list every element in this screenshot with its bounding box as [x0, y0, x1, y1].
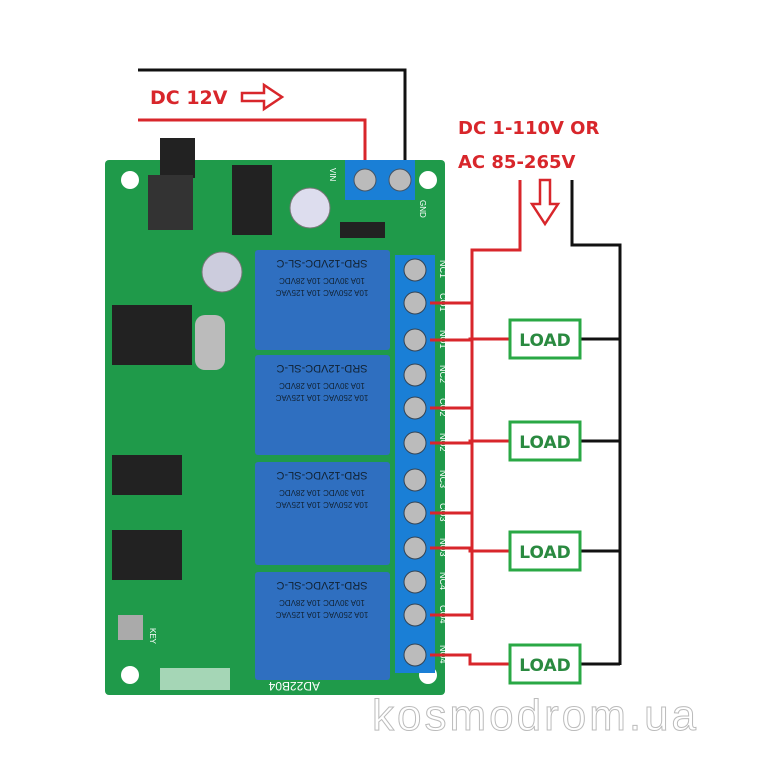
relay-rating: 10A 30VDC 10A 28VDC	[279, 488, 365, 497]
gnd-label: GND	[418, 200, 427, 218]
terminal-screw-no4	[403, 643, 427, 667]
terminal-screw-no2	[403, 431, 427, 455]
terminal-label: NC3	[438, 470, 448, 488]
no-to-load-wire	[430, 337, 510, 342]
relay-1: SRD-12VDC-SL-C 10A 30VDC 10A 28VDC 10A 2…	[255, 250, 390, 350]
output-terminal-block	[395, 255, 435, 673]
terminal-screw-co2	[403, 396, 427, 420]
board-model-label: AD22B04	[268, 679, 320, 693]
terminal-screw-no1	[403, 328, 427, 352]
relay-2: SRD-12VDC-SL-C 10A 30VDC 10A 28VDC 10A 2…	[255, 355, 390, 455]
dc-positive-wire	[138, 118, 367, 162]
load-label: LOAD	[519, 656, 571, 676]
load-4: LOAD	[508, 643, 582, 685]
terminal-label: NC2	[438, 365, 448, 383]
terminal-screw-nc1	[403, 258, 427, 282]
no-to-load-wire	[430, 546, 510, 553]
load-2: LOAD	[508, 420, 582, 462]
relay-model: SRD-12VDC-SL-C	[276, 362, 367, 374]
terminal-screw-nc2	[403, 363, 427, 387]
supply-red-wire	[470, 180, 522, 620]
key-label: KEY	[148, 628, 157, 645]
terminal-label: NC1	[438, 260, 448, 278]
load-3: LOAD	[508, 530, 582, 572]
terminal-screw-co1	[403, 291, 427, 315]
supply-label-line2: AC 85-265V	[458, 152, 576, 173]
wire-taps	[430, 301, 620, 666]
relay-rating: 10A 30VDC 10A 28VDC	[279, 381, 365, 390]
relay-rating: 10A 250VAC 10A 125VAC	[275, 610, 368, 619]
load-1: LOAD	[508, 318, 582, 360]
relay-model: SRD-12VDC-SL-C	[276, 579, 367, 591]
relay-rating: 10A 250VAC 10A 125VAC	[275, 500, 368, 509]
terminal-screw-co3	[403, 501, 427, 525]
no-to-load-wire	[430, 653, 510, 666]
supply-black-wire	[570, 180, 622, 665]
terminal-screw-nc4	[403, 570, 427, 594]
right-arrow-icon	[240, 82, 285, 112]
relay-rating: 10A 30VDC 10A 28VDC	[279, 276, 365, 285]
watermark: kosmodrom.ua	[372, 691, 699, 740]
relay-model: SRD-12VDC-SL-C	[276, 469, 367, 481]
load-label: LOAD	[519, 543, 571, 563]
relay-rating: 10A 30VDC 10A 28VDC	[279, 598, 365, 607]
terminal-screw-no3	[403, 536, 427, 560]
dc-ground-wire	[138, 68, 407, 160]
dc-input-label: DC 12V	[150, 87, 228, 109]
terminal-screw-nc3	[403, 468, 427, 492]
terminal-label: NC4	[438, 572, 448, 590]
load-label: LOAD	[519, 433, 571, 453]
down-arrow-icon	[529, 178, 561, 227]
relay-model: SRD-12VDC-SL-C	[276, 257, 367, 269]
vin-label: VIN	[328, 168, 337, 182]
relay-3: SRD-12VDC-SL-C 10A 30VDC 10A 28VDC 10A 2…	[255, 462, 390, 565]
load-label: LOAD	[519, 331, 571, 351]
relay-rating: 10A 250VAC 10A 125VAC	[275, 288, 368, 297]
no-to-load-wire	[430, 439, 510, 445]
relay-4: SRD-12VDC-SL-C 10A 30VDC 10A 28VDC 10A 2…	[255, 572, 390, 680]
terminal-screw-co4	[403, 603, 427, 627]
supply-label-line1: DC 1-110V OR	[458, 118, 599, 139]
relay-rating: 10A 250VAC 10A 125VAC	[275, 393, 368, 402]
